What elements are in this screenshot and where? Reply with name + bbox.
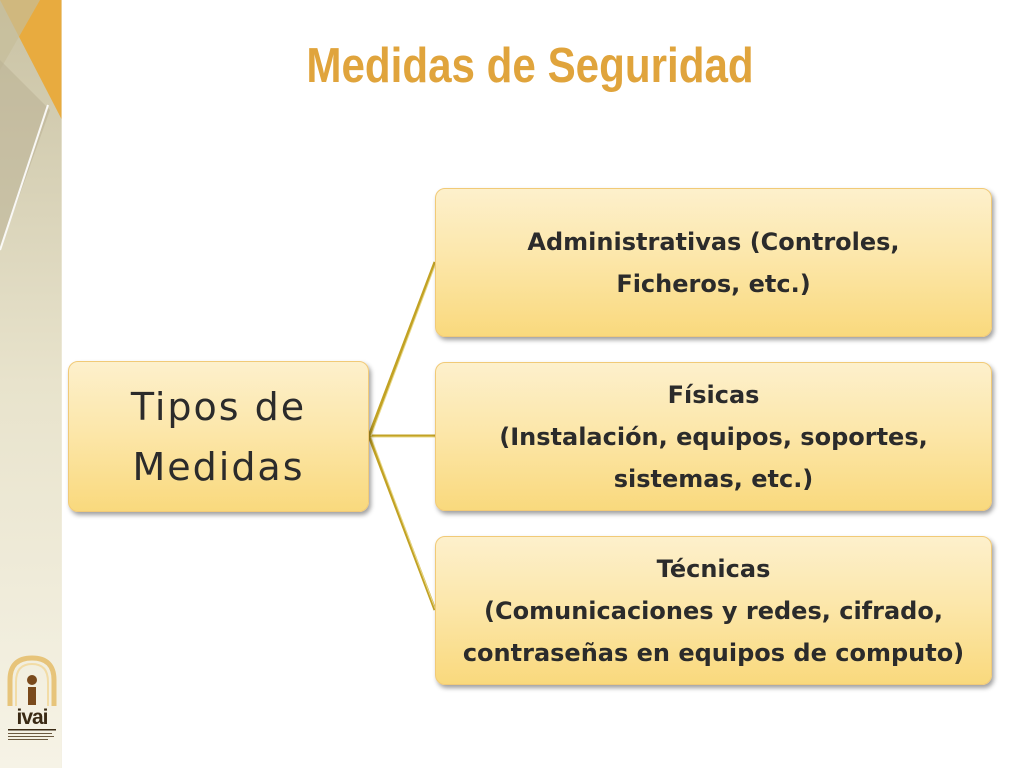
- node-tecnicas-line-2: (Comunicaciones y redes, cifrado,: [484, 596, 943, 625]
- connector-line-tecnicas: [367, 435, 437, 611]
- ivai-logo: ivai: [7, 655, 57, 740]
- node-administrativas: Administrativas (Controles, Ficheros, et…: [435, 188, 992, 337]
- node-fisicas: Físicas (Instalación, equipos, soportes,…: [435, 362, 992, 511]
- node-fisicas-heading: Físicas: [667, 380, 760, 409]
- node-fisicas-line-2: (Instalación, equipos, soportes,: [499, 422, 928, 451]
- node-tecnicas: Técnicas (Comunicaciones y redes, cifrad…: [435, 536, 992, 685]
- left-decorative-strip: [0, 0, 62, 768]
- root-node-line-1: Tipos de: [130, 384, 307, 429]
- svg-text:ivai: ivai: [16, 706, 47, 729]
- node-tecnicas-line-3: contraseñas en equipos de computo): [462, 638, 965, 667]
- root-node-tipos-de-medidas: Tipos de Medidas: [68, 361, 369, 512]
- node-tecnicas-heading: Técnicas: [656, 554, 771, 583]
- node-fisicas-line-3: sistemas, etc.): [613, 464, 814, 493]
- node-administrativas-line-2: Ficheros, etc.): [616, 269, 811, 298]
- node-administrativas-line-1: Administrativas (Controles,: [527, 227, 900, 256]
- connector-line-administrativas: [367, 261, 437, 437]
- root-node-line-2: Medidas: [132, 444, 305, 489]
- slide-title: Medidas de Seguridad: [306, 39, 754, 93]
